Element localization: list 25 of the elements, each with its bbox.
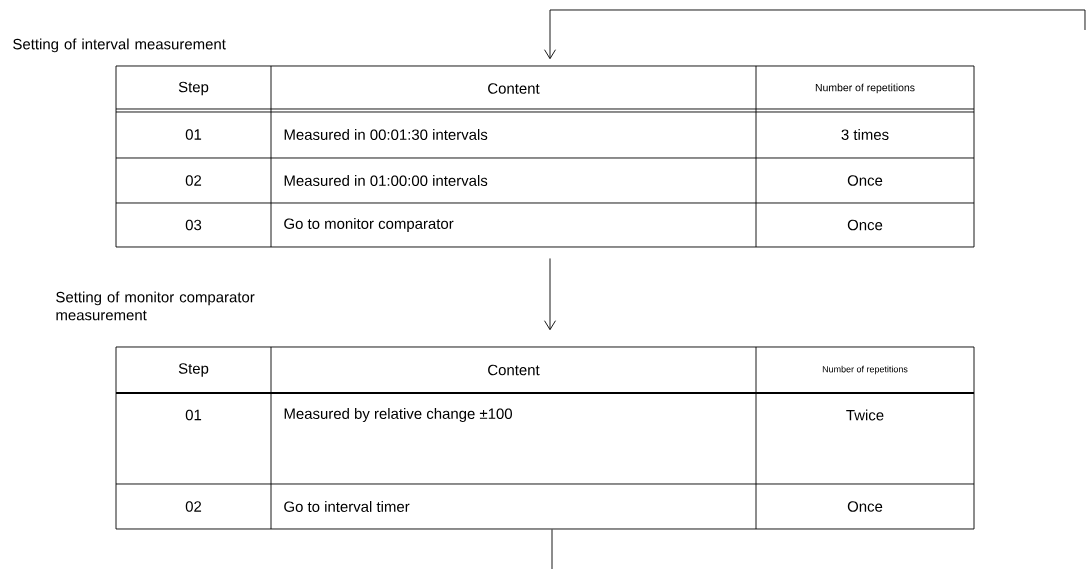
column-header: Content (488, 83, 540, 94)
table-cell: Measured in 01:00:00 intervals (284, 175, 488, 186)
column-header: Step (178, 81, 209, 96)
table-cell: Once (847, 175, 883, 186)
table-cell: 03 (185, 219, 202, 231)
column-header: Content (488, 364, 540, 376)
table-cell: Twice (846, 409, 884, 421)
table-cell: 02 (185, 501, 202, 512)
arrow (544, 9, 1086, 60)
table-cell: 02 (185, 175, 202, 186)
table-cell: Measured in 00:01:30 intervals (284, 129, 488, 140)
arrow (544, 258, 556, 331)
column-header: Number of repetitions (815, 83, 915, 94)
table-cell: Go to interval timer (284, 501, 410, 512)
table-title: Setting of monitor comparator measurement (56, 291, 255, 321)
column-header: Number of repetitions (822, 365, 908, 375)
column-header: Step (178, 363, 209, 377)
table-cell: 3 times (841, 129, 889, 140)
table-cell: Once (847, 501, 883, 512)
table-cell: Measured by relative change ±100 (284, 408, 512, 422)
table-cell: 01 (185, 409, 202, 421)
table-cell: Go to monitor comparator (284, 218, 454, 232)
table-cell: Once (847, 219, 883, 231)
table-cell: 01 (185, 129, 202, 140)
table-title: Setting of interval measurement (13, 38, 226, 53)
